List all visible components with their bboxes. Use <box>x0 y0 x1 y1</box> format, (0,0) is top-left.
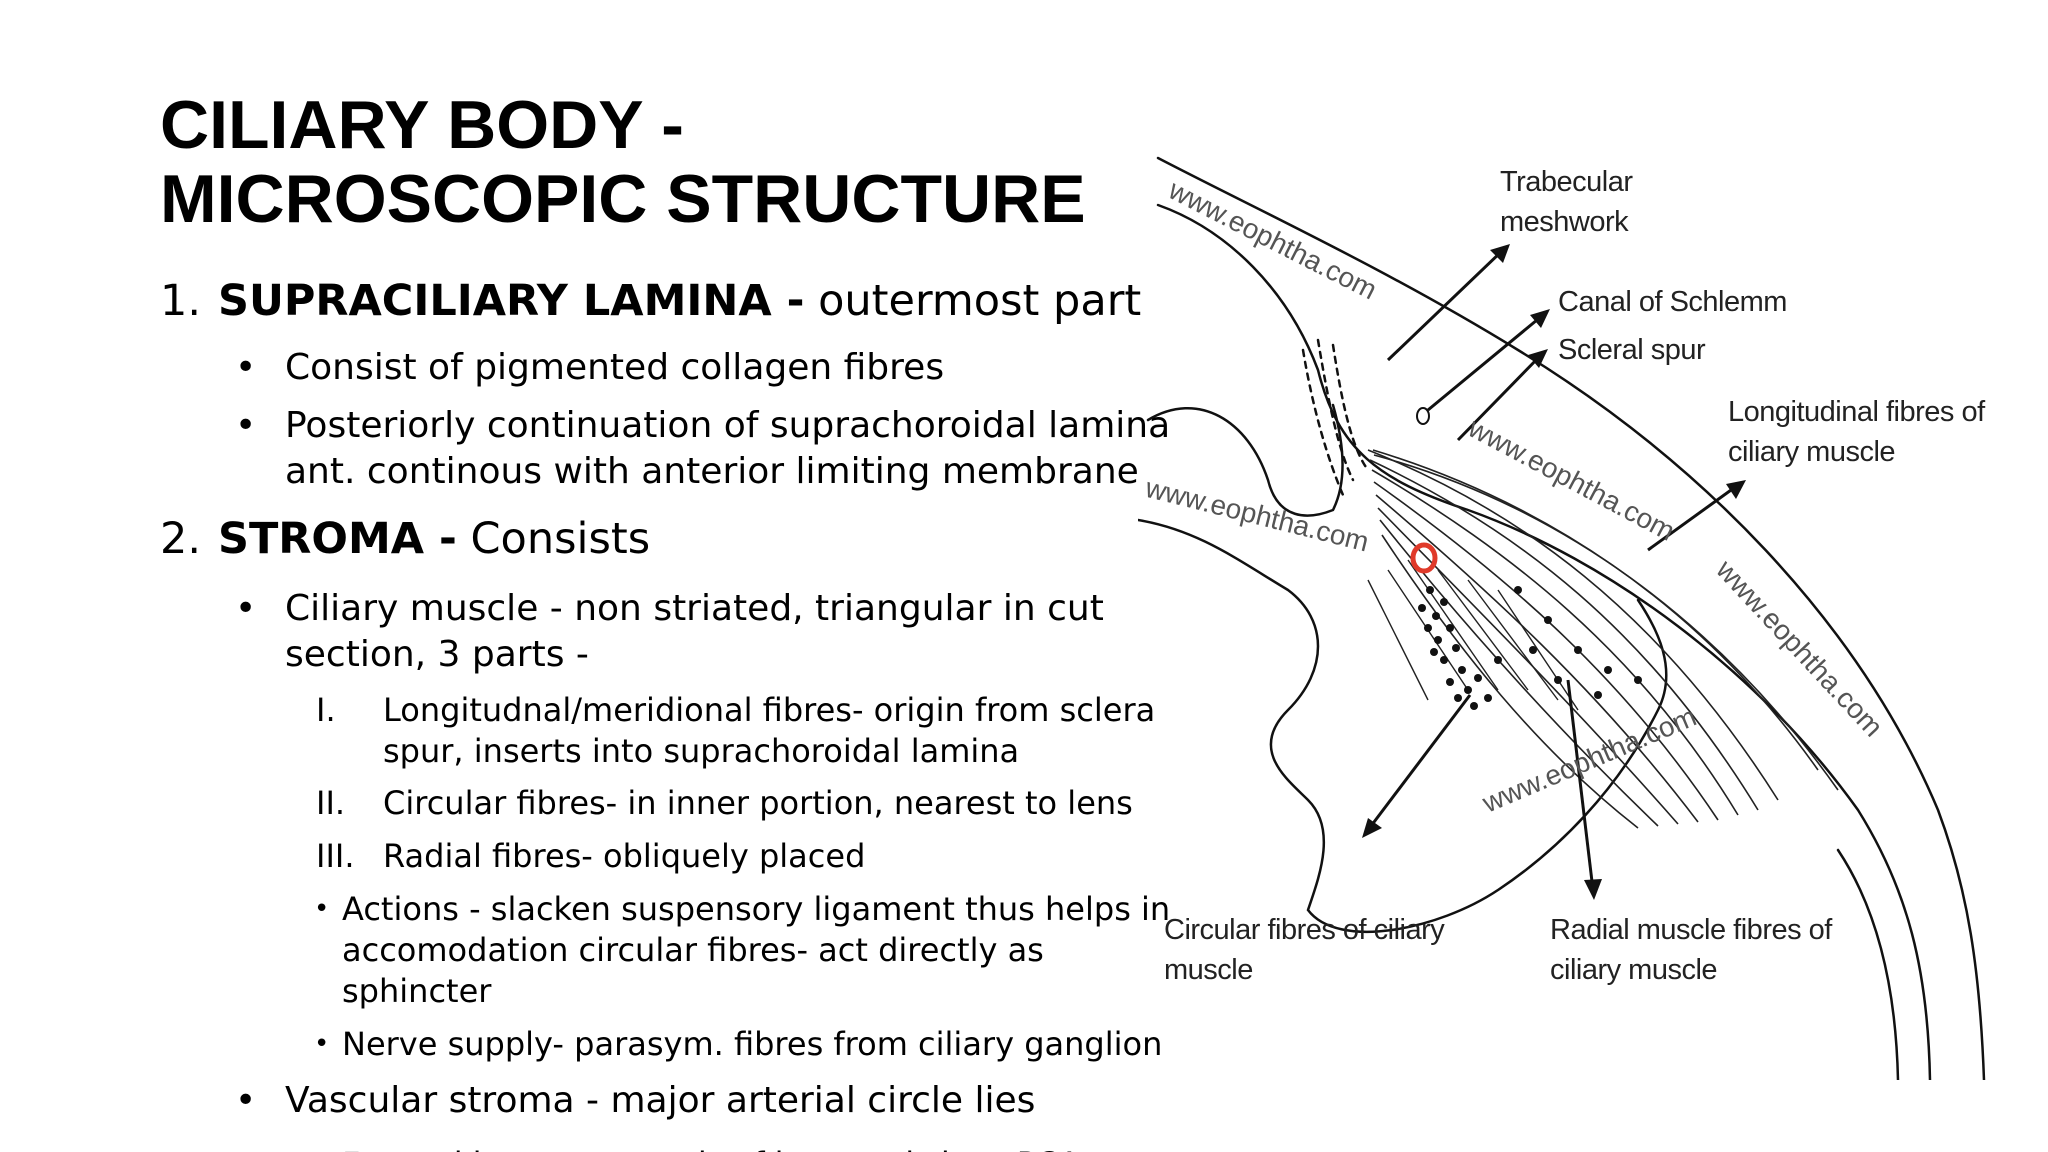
list-item-text: Ciliary muscle - non striated, triangula… <box>285 588 1104 629</box>
label-longitudinal-fibres: Longitudinal fibres of ciliary muscle <box>1728 392 1985 472</box>
list-item-text: Posteriorly continuation of suprachoroid… <box>285 405 1171 446</box>
longitudinal-fibres <box>1367 449 1839 829</box>
ciliary-body-diagram: www.eophtha.com www.eophtha.com www.eoph… <box>1138 150 2038 1080</box>
label-radial-fibres: Radial muscle fibres of ciliary muscle <box>1550 910 1832 990</box>
list-item-text: ant. continous with anterior limiting me… <box>285 451 1139 492</box>
circular-fibre-dots <box>1418 586 1642 710</box>
label-line: Longitudinal fibres of <box>1728 396 1985 428</box>
label-canal-of-schlemm: Canal of Schlemm <box>1558 286 1787 318</box>
bullet-dot-icon: • <box>235 405 257 446</box>
pointer-arrows <box>1366 248 1739 891</box>
label-line: muscle <box>1164 954 1253 986</box>
roman-item-text: spur, inserts into suprachoroidal lamina <box>383 732 1020 770</box>
section-heading-rest: Consists <box>456 514 651 564</box>
bullet-dot-icon: • <box>314 894 330 924</box>
list-item-text: Consist of pigmented collagen fibres <box>285 347 945 388</box>
sub-list-item-text: Actions - slacken suspensory ligament th… <box>342 890 1171 928</box>
sub-list-item-text: sphincter <box>342 972 492 1010</box>
list-item-text: Vascular stroma - major arterial circle … <box>285 1080 1036 1121</box>
bullet-dot-icon: • <box>235 1080 257 1121</box>
slide-title-line-1: CILIARY BODY - <box>160 87 684 163</box>
arrowheads <box>1362 244 1746 900</box>
roman-numeral: III. <box>316 837 355 875</box>
label-line: Radial muscle fibres of <box>1550 914 1832 946</box>
section-number: 2. <box>160 514 202 564</box>
label-line: meshwork <box>1500 206 1629 238</box>
canal-of-schlemm <box>1416 407 1430 425</box>
section-heading-bold: SUPRACILIARY LAMINA - <box>218 276 805 326</box>
slide-title: CILIARY BODY - MICROSCOPIC STRUCTURE <box>160 88 1180 236</box>
list-item-text: section, 3 parts - <box>285 634 589 675</box>
sub-list-item-text: Formed by anastomosis of long and short … <box>342 1144 1080 1152</box>
label-trabecular-meshwork: Trabecular meshwork <box>1500 162 1633 242</box>
label-scleral-spur: Scleral spur <box>1558 334 1706 366</box>
section-heading-text: SUPRACILIARY LAMINA - outermost part <box>218 276 1141 326</box>
label-line: Circular fibres of ciliary <box>1164 914 1445 946</box>
ciliary-process-outline <box>1138 518 1668 934</box>
section-heading-text: STROMA - Consists <box>218 514 650 564</box>
arterial-circle <box>1410 542 1438 574</box>
roman-item-text: Circular fibres- in inner portion, neare… <box>383 784 1133 822</box>
ciliary-body-drawing <box>1138 156 1986 1080</box>
radial-fibres <box>1367 559 1579 711</box>
iris-boundary <box>1146 403 1344 517</box>
bullet-dot-icon: • <box>314 1144 329 1152</box>
roman-item-text: Radial fibres- obliquely placed <box>383 837 866 875</box>
label-circular-fibres: Circular fibres of ciliary muscle <box>1164 910 1445 990</box>
section-number: 1. <box>160 276 202 326</box>
sclera-inner-curve <box>1156 203 1932 1080</box>
sub-list-item-text: accomodation circular fibres- act direct… <box>342 931 1044 969</box>
sclera-middle-curve <box>1836 848 1900 1080</box>
label-line: ciliary muscle <box>1550 954 1718 986</box>
label-line: ciliary muscle <box>1728 436 1896 468</box>
label-line: Trabecular <box>1500 166 1633 198</box>
section-heading-bold: STROMA - <box>218 514 457 564</box>
slide-title-line-2: MICROSCOPIC STRUCTURE <box>160 161 1086 237</box>
bullet-dot-icon: • <box>235 347 257 388</box>
trabecular-meshwork <box>1301 338 1370 497</box>
section-heading-rest: outermost part <box>804 276 1142 326</box>
roman-numeral: II. <box>316 784 346 822</box>
bullet-dot-icon: • <box>235 588 257 629</box>
roman-item-text: Longitudnal/meridional fibres- origin fr… <box>383 691 1156 729</box>
bullet-dot-icon: • <box>314 1029 330 1059</box>
roman-numeral: I. <box>316 691 336 729</box>
sub-list-item-text: Nerve supply- parasym. fibres from cilia… <box>342 1025 1163 1063</box>
sclera-outer-curve <box>1156 156 1986 1080</box>
